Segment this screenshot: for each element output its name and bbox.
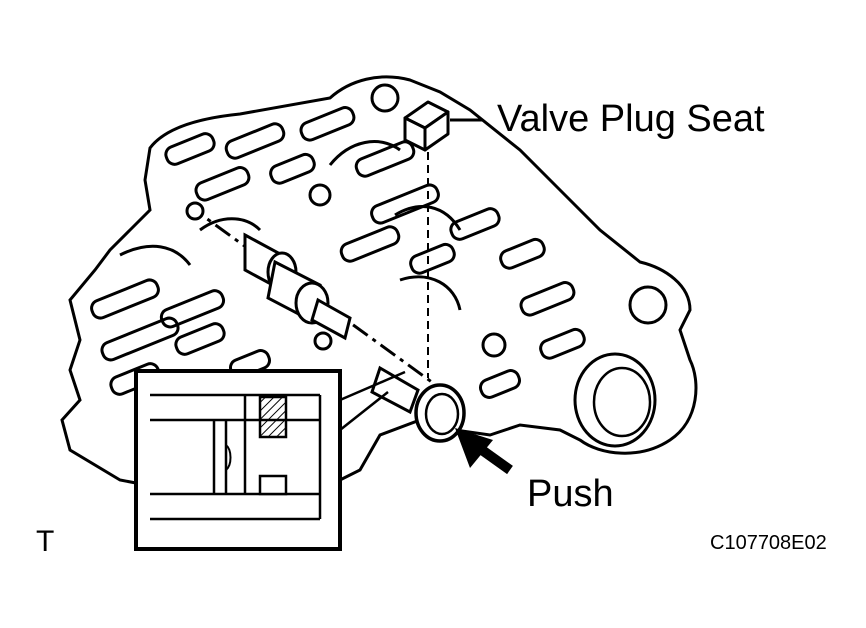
detail-leader: [339, 370, 406, 402]
valve-plug-seat-label: Valve Plug Seat: [497, 98, 765, 140]
mounting-hole: [370, 83, 400, 113]
push-label: Push: [527, 473, 614, 515]
axis-marker: [313, 331, 333, 351]
valve-spool: [243, 232, 420, 415]
figure-code: C107708E02: [710, 532, 827, 554]
seat-cross-section: [258, 395, 288, 439]
detail-inset: [134, 369, 342, 551]
valve-plug-seat-part: [403, 100, 450, 152]
mounting-hole: [308, 183, 332, 207]
body-channels: [119, 140, 462, 311]
corner-mark: T: [36, 525, 55, 558]
mounting-hole: [481, 332, 507, 358]
axis-marker: [185, 201, 205, 221]
detail-leader: [339, 391, 389, 431]
valve-plug-inner: [424, 392, 460, 436]
mounting-hole: [628, 285, 668, 325]
push-arrow: [455, 428, 513, 475]
valve-axis: [187, 203, 441, 390]
side-bore-inner: [592, 366, 652, 438]
passage-slots: [90, 106, 586, 405]
